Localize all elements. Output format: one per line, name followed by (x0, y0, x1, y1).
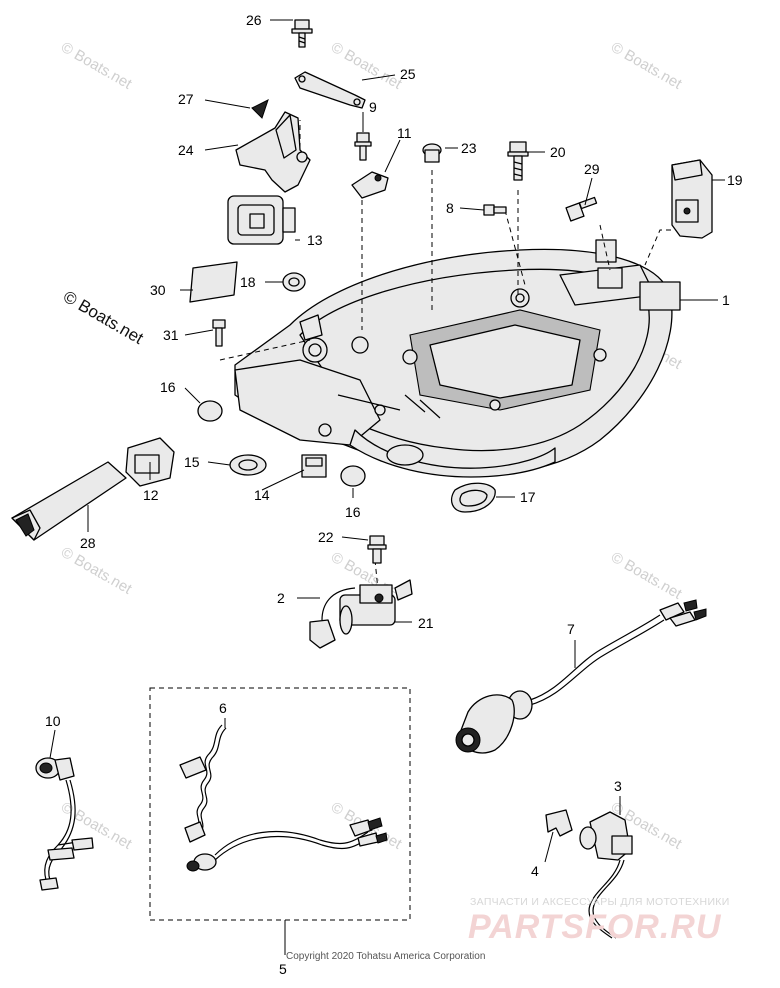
part-4-clip (545, 809, 573, 837)
part-13-switch (227, 195, 296, 245)
brand-logo-text: PARTSFOR.RU (468, 908, 722, 946)
callout-16-lower: 16 (345, 504, 361, 520)
callout-22: 22 (318, 529, 334, 545)
callout-20: 20 (550, 144, 566, 160)
callout-3: 3 (614, 778, 622, 794)
leader-lines (49, 19, 725, 955)
part-14-clip (301, 454, 327, 478)
part-31-bolt (212, 319, 226, 347)
callout-24: 24 (178, 142, 194, 158)
callout-11: 11 (397, 125, 412, 141)
part-19-handle (671, 159, 713, 239)
part-23-grommet (422, 143, 442, 163)
callout-5: 5 (279, 961, 287, 977)
callout-18: 18 (240, 274, 256, 290)
part-8-pin (483, 204, 507, 216)
bottom-cowl (234, 239, 681, 478)
brand-tagline: ЗАПЧАСТИ И АКСЕССУАРЫ ДЛЯ МОТОТЕХНИКИ (470, 896, 730, 908)
part-17-grommet (451, 482, 496, 513)
part-25-bracket (294, 71, 366, 109)
part-16-plug-lower (340, 465, 366, 487)
part-28-rod (11, 461, 127, 541)
callout-29: 29 (584, 161, 600, 177)
callout-16: 16 (160, 379, 176, 395)
callout-1: 1 (722, 292, 730, 308)
callout-8: 8 (446, 200, 454, 216)
callout-28: 28 (80, 535, 96, 551)
part-10-switch (35, 757, 94, 891)
callout-27: 27 (178, 91, 194, 107)
callout-9: 9 (369, 99, 377, 115)
part-18-grommet (282, 272, 306, 292)
assembly-lines (219, 120, 680, 591)
callout-12: 12 (143, 487, 159, 503)
watermark: © Boats.net (608, 39, 685, 93)
part-16-plug (197, 400, 223, 422)
part-3-switch (579, 811, 633, 939)
callout-26: 26 (246, 12, 262, 28)
callout-25: 25 (400, 66, 416, 82)
part-15-grommet (229, 454, 267, 476)
part-5-kit-box (149, 687, 411, 921)
part-29-bolt (565, 196, 598, 222)
part-20-bolt (507, 141, 529, 181)
watermark: © Boats.net (58, 544, 135, 598)
part-22-bolt (367, 535, 387, 564)
watermark: © Boats.net (58, 39, 135, 93)
part-27-wedge (251, 99, 269, 119)
brand-watermark: ЗАПЧАСТИ И АКСЕССУАРЫ ДЛЯ МОТОТЕХНИКИ PA… (468, 896, 730, 946)
callout-14: 14 (254, 487, 270, 503)
watermark: © Boats.net (328, 39, 405, 93)
watermark: © Boats.net (608, 549, 685, 603)
callout-10: 10 (45, 713, 61, 729)
callout-31: 31 (163, 327, 179, 343)
callout-17: 17 (520, 489, 536, 505)
part-7-kill-switch (455, 599, 707, 754)
callout-21: 21 (418, 615, 434, 631)
callout-6: 6 (219, 700, 227, 716)
callout-7: 7 (567, 621, 575, 637)
part-24-lever (235, 111, 311, 193)
callout-23: 23 (461, 140, 477, 156)
part-30-plate (189, 261, 238, 303)
part-2-harness (309, 587, 356, 649)
callout-numbers: 1 2 3 4 5 6 7 8 9 10 11 12 13 14 15 16 1… (45, 12, 743, 977)
callout-4: 4 (531, 863, 539, 879)
callout-15: 15 (184, 454, 200, 470)
watermark-dark: © Boats.net (60, 287, 147, 348)
callout-19: 19 (727, 172, 743, 188)
callout-30: 30 (150, 282, 166, 298)
part-9-screw (354, 132, 372, 161)
part-11-clip (351, 171, 389, 199)
part-26-bolt (291, 19, 313, 48)
callout-13: 13 (307, 232, 323, 248)
part-21-switch (339, 579, 413, 635)
copyright-text: Copyright 2020 Tohatsu America Corporati… (286, 951, 485, 962)
callout-2: 2 (277, 590, 285, 606)
